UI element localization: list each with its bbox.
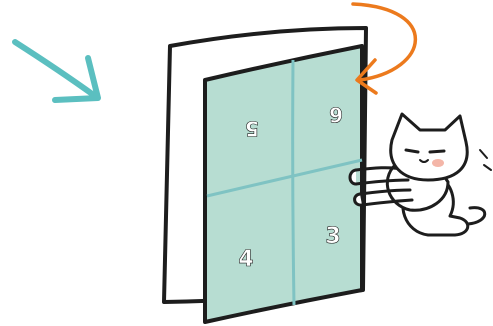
panel-number-top-right: 6 bbox=[329, 103, 343, 127]
panel-number-bottom-left: 4 bbox=[238, 247, 253, 272]
svg-text:6: 6 bbox=[329, 103, 343, 127]
panel-number-bottom-right: 3 bbox=[325, 224, 340, 249]
arrow-icon bbox=[15, 42, 98, 100]
cat-icon bbox=[350, 114, 491, 235]
panel-number-top-left: 5 bbox=[245, 117, 259, 141]
svg-text:5: 5 bbox=[245, 117, 259, 141]
front-page bbox=[205, 46, 362, 322]
